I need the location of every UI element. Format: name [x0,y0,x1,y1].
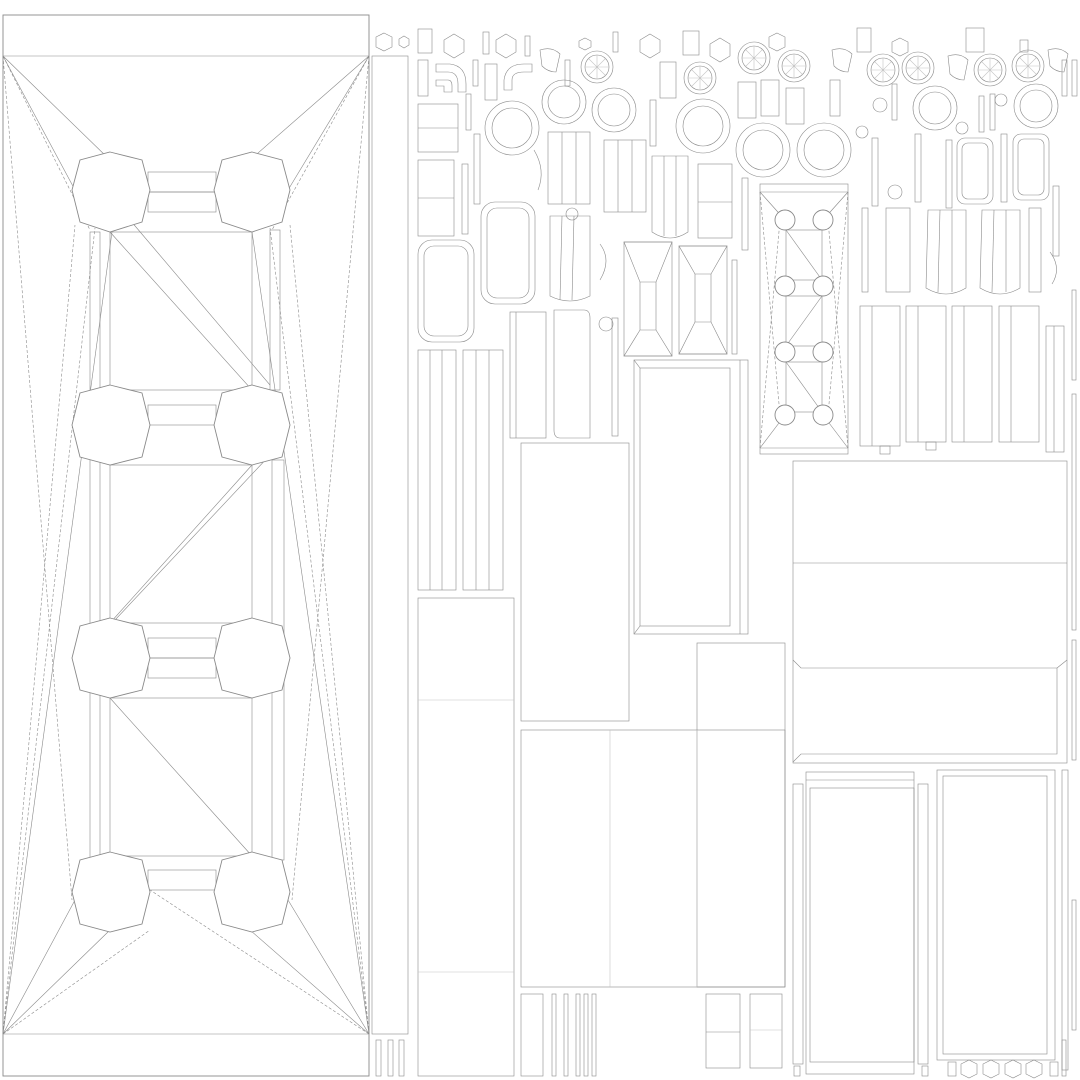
arc-islands [435,48,1069,93]
small-disc [565,207,579,221]
wheel-disc [973,53,1007,87]
ring [796,122,852,178]
hex-cap-islands [375,32,1043,1079]
ring [591,87,637,133]
small-disc [855,125,869,139]
panel-c [792,460,1068,764]
corner-fan-lines [2,55,370,1035]
small-disc [955,121,969,135]
ring-islands [484,79,1059,332]
ring [484,100,540,156]
ring [735,122,791,178]
inner-frame-panels [89,219,285,863]
mini-tower-island [759,183,849,455]
small-parts-cluster [375,27,1078,1079]
tower-face-border [2,14,370,1077]
crossbars [147,171,217,891]
small-disc [887,184,903,200]
side-strip-island [371,55,409,1077]
wheel-disc [1011,49,1045,83]
ring [541,79,587,125]
striped-panel-islands [417,259,1077,631]
bottom-small-islands [520,993,1067,1077]
panel-b [417,442,630,1077]
ring [912,85,958,131]
small-strip-islands [417,27,1078,257]
wheel-disc [580,50,614,84]
small-disc [994,93,1008,107]
ring [1013,83,1059,129]
wheel-disc [683,61,717,95]
panel-d [520,642,786,988]
wheel-disc [901,51,935,85]
large-panel-islands [417,359,1077,1077]
ring [675,98,731,154]
wheel-disc [777,49,811,83]
pillar-islands [417,103,1057,302]
rounded-frame-islands [417,133,1050,343]
joint-polygons [71,151,291,933]
tower-face-island [2,14,370,1077]
wheel-disc [737,41,771,75]
small-disc [872,97,888,113]
side-diagonal-lines [2,55,370,1035]
panel-a [633,359,749,635]
wheel-disc-islands [580,41,1045,95]
small-disc [598,316,614,332]
roof-islands [623,241,728,357]
wheel-disc [866,53,900,87]
panel-e [792,639,1077,1075]
